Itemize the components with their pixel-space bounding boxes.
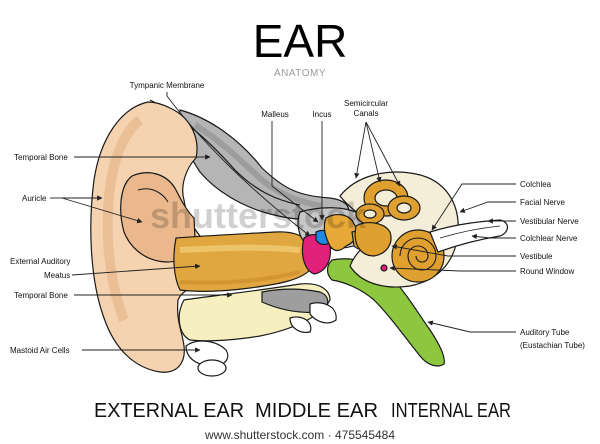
section-middle-ear: MIDDLE EAR <box>255 400 378 422</box>
label-mastoid-air-cells: Mastoid Air Cells <box>10 346 70 355</box>
label-auditory-tube-1: Auditory Tube <box>520 328 570 337</box>
footer-bar <box>0 425 600 444</box>
round-window-shape <box>380 264 388 272</box>
section-internal-ear: INTERNAL EAR <box>391 400 511 422</box>
label-external-auditory-1: External Auditory <box>10 257 70 266</box>
semicircular-canals-shape <box>355 179 421 225</box>
ear-illustration <box>90 99 509 377</box>
label-malleus: Malleus <box>261 110 289 119</box>
label-vestibule: Vestibule <box>520 252 553 261</box>
label-semicircular-2: Canals <box>354 109 379 118</box>
section-external-ear: EXTERNAL EAR <box>94 400 244 422</box>
cartilage-ring <box>197 359 227 377</box>
nerve-bundle <box>429 219 509 253</box>
label-cochlea: Colchlea <box>520 180 552 189</box>
label-temporal-bone-bottom: Temporal Bone <box>14 291 68 300</box>
vestibule-shape <box>354 222 392 257</box>
footer-url[interactable]: www.shutterstock.com · 475545484 <box>204 428 395 442</box>
watermark: shutterstock <box>150 195 367 236</box>
label-cochlear-nerve: Colchlear Nerve <box>520 234 578 243</box>
label-auricle: Auricle <box>22 194 47 203</box>
label-auditory-tube-2: (Eustachian Tube) <box>520 341 585 350</box>
label-external-auditory-2: Meatus <box>44 271 70 280</box>
label-incus: Incus <box>312 110 331 119</box>
label-tympanic-membrane: Tympanic Membrane <box>130 81 205 90</box>
label-facial-nerve: Facial Nerve <box>520 198 565 207</box>
label-temporal-bone-top: Temporal Bone <box>14 153 68 162</box>
label-semicircular-1: Semicircular <box>344 99 388 108</box>
ossicles <box>323 214 358 252</box>
subtitle: ANATOMY <box>274 68 326 79</box>
label-vestibular-nerve: Vestibular Nerve <box>520 217 579 226</box>
title: EAR <box>253 15 348 67</box>
label-round-window: Round Window <box>520 267 574 276</box>
